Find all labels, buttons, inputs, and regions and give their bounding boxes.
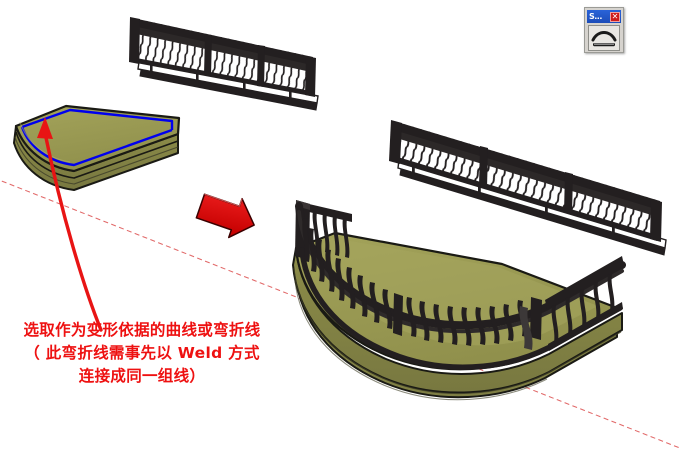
red-pointer-arrow [195,193,255,239]
curved-slab-left[interactable] [13,104,181,191]
annotation-caption: 选取作为变形依据的曲线或弯折线 （ 此弯折线需事先以 Weld 方式 连接成同一… [8,319,276,388]
toolbar-title-label: S... [589,12,602,21]
straight-railing-right[interactable] [361,114,675,289]
pick-curve-arrow [37,117,103,332]
caption-line-1: 选取作为变形依据的曲线或弯折线 [23,321,261,339]
curve-over-line-glyph [591,31,617,47]
shape-bender-curve-icon[interactable] [588,25,620,51]
close-icon[interactable]: ✕ [610,11,620,22]
curved-balcony-result[interactable] [292,200,626,401]
caption-line-3: 连接成同一组线） [78,367,206,385]
caption-line-2: （ 此弯折线需事先以 Weld 方式 [24,344,260,362]
railing-segment-right-leg [545,256,624,351]
balusters-curved-left [302,218,393,329]
shape-bender-toolbar[interactable]: S... ✕ [584,7,624,53]
toolbar-titlebar[interactable]: S... ✕ [587,10,621,23]
